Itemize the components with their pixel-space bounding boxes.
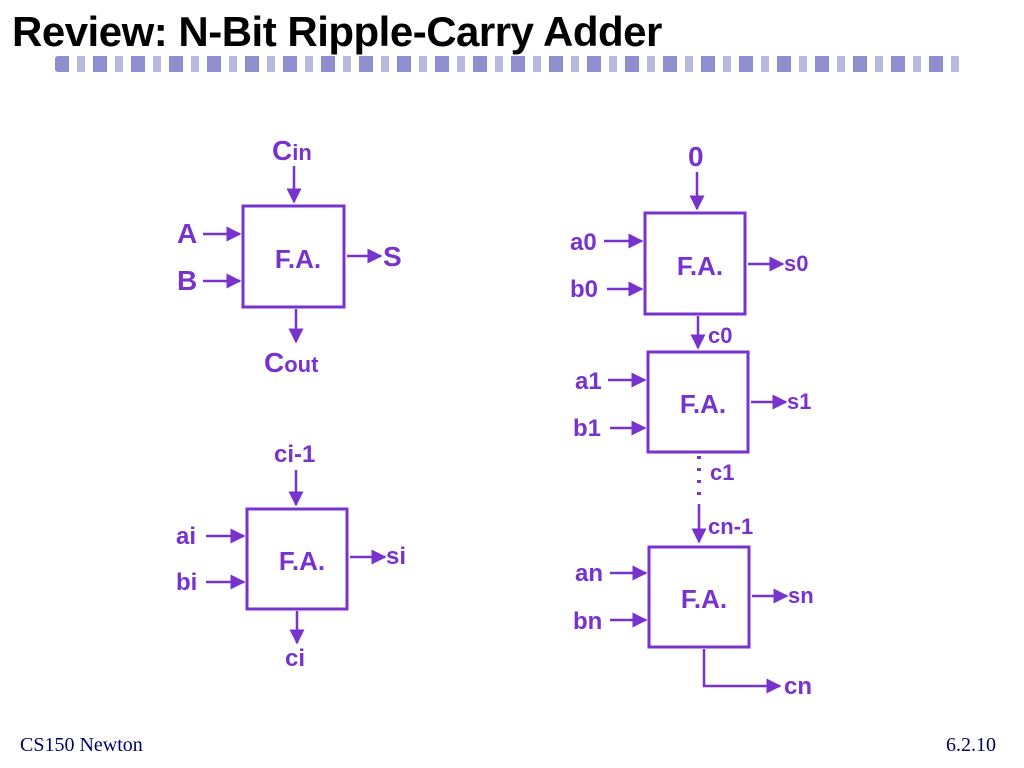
fa-label: F.A. <box>680 389 726 419</box>
fa-block-stage-0 <box>643 211 747 316</box>
carry-cn-label: cn <box>784 673 812 700</box>
fa-block <box>245 507 349 611</box>
input-a-label: A <box>177 218 197 249</box>
fa-block <box>241 204 346 309</box>
carry-in-label: ci-1 <box>274 441 315 468</box>
input-bn-label: bn <box>573 608 602 635</box>
fa-label: F.A. <box>275 244 321 274</box>
input-a-label: ai <box>176 523 196 550</box>
input-b-label: bi <box>176 569 197 596</box>
output-sn-label: sn <box>788 583 814 608</box>
fa-label: F.A. <box>681 584 727 614</box>
full-adder-indexed: F.A. ci-1 ai bi si ci <box>176 441 406 672</box>
footer-course: CS150 Newton <box>20 734 143 756</box>
carry-zero-label: 0 <box>688 141 704 172</box>
cout-label: Cout <box>264 347 319 378</box>
input-b1-label: b1 <box>573 415 601 442</box>
full-adder-generic: F.A. Cin A B S Cout <box>177 135 402 378</box>
output-s0-label: s0 <box>784 251 808 276</box>
slide-title: Review: N-Bit Ripple-Carry Adder <box>12 8 662 55</box>
input-b-label: B <box>177 265 197 296</box>
carry-c0-label: c0 <box>708 323 732 348</box>
input-b0-label: b0 <box>570 276 598 303</box>
ghost-subtitle-strikethrough <box>55 44 960 74</box>
output-s1-label: s1 <box>787 389 811 414</box>
fa-label: F.A. <box>279 546 325 576</box>
input-a1-label: a1 <box>575 368 602 395</box>
fa-block-stage-1 <box>646 350 750 454</box>
output-s-label: S <box>383 241 402 272</box>
input-an-label: an <box>575 560 603 587</box>
carry-c1-label: c1 <box>710 460 734 485</box>
footer-slide-number: 6.2.10 <box>946 734 996 756</box>
carry-out-label: ci <box>285 645 305 672</box>
ripple-chain: 0 F.A. a0 b0 s0 c0 F.A. a1 b1 s1 c1 cn-1… <box>570 141 814 700</box>
input-a0-label: a0 <box>570 229 597 256</box>
fa-block-stage-n <box>647 545 751 649</box>
output-s-label: si <box>386 543 406 570</box>
carry-cn-arrow <box>702 649 782 694</box>
cin-label: Cin <box>272 135 312 166</box>
fa-label: F.A. <box>677 251 723 281</box>
carry-cn1-label: cn-1 <box>708 514 753 539</box>
